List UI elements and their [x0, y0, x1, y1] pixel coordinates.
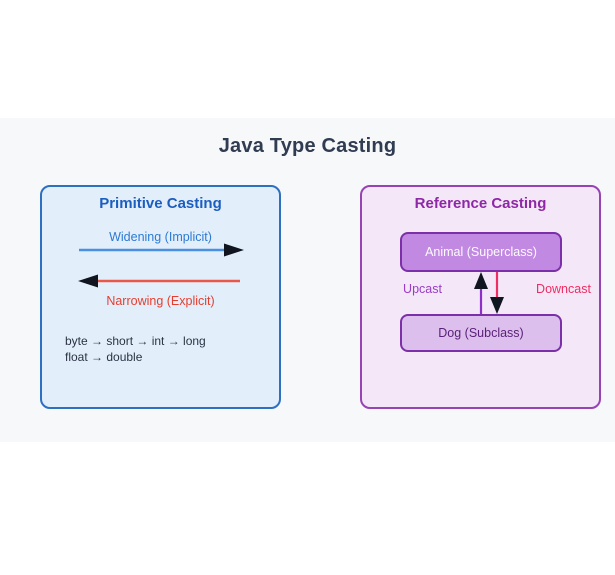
primitive-sequence-floats: float → double	[65, 350, 143, 364]
downcast-label: Downcast	[536, 282, 591, 296]
reference-casting-card: Reference Casting Animal (Superclass) Up…	[360, 185, 601, 409]
upcast-arrow-icon	[474, 272, 488, 314]
widening-arrow-icon	[79, 243, 244, 257]
content-panel: Java Type Casting Primitive Casting Wide…	[0, 118, 615, 442]
primitive-casting-heading: Primitive Casting	[99, 195, 222, 212]
cast-arrows	[474, 272, 504, 314]
upcast-label: Upcast	[403, 282, 442, 296]
primitive-casting-card: Primitive Casting Widening (Implicit) Na…	[40, 185, 281, 409]
primitive-sequence-integers: byte → short → int → long	[65, 334, 206, 348]
reference-casting-heading: Reference Casting	[414, 195, 547, 212]
dog-subclass-node: Dog (Subclass)	[400, 314, 562, 352]
downcast-arrow-icon	[490, 272, 504, 314]
page-title: Java Type Casting	[218, 135, 397, 157]
narrowing-label: Narrowing (Explicit)	[106, 294, 215, 308]
animal-superclass-node: Animal (Superclass)	[400, 232, 562, 272]
narrowing-arrow-icon	[78, 274, 240, 288]
widening-label: Widening (Implicit)	[109, 230, 212, 244]
